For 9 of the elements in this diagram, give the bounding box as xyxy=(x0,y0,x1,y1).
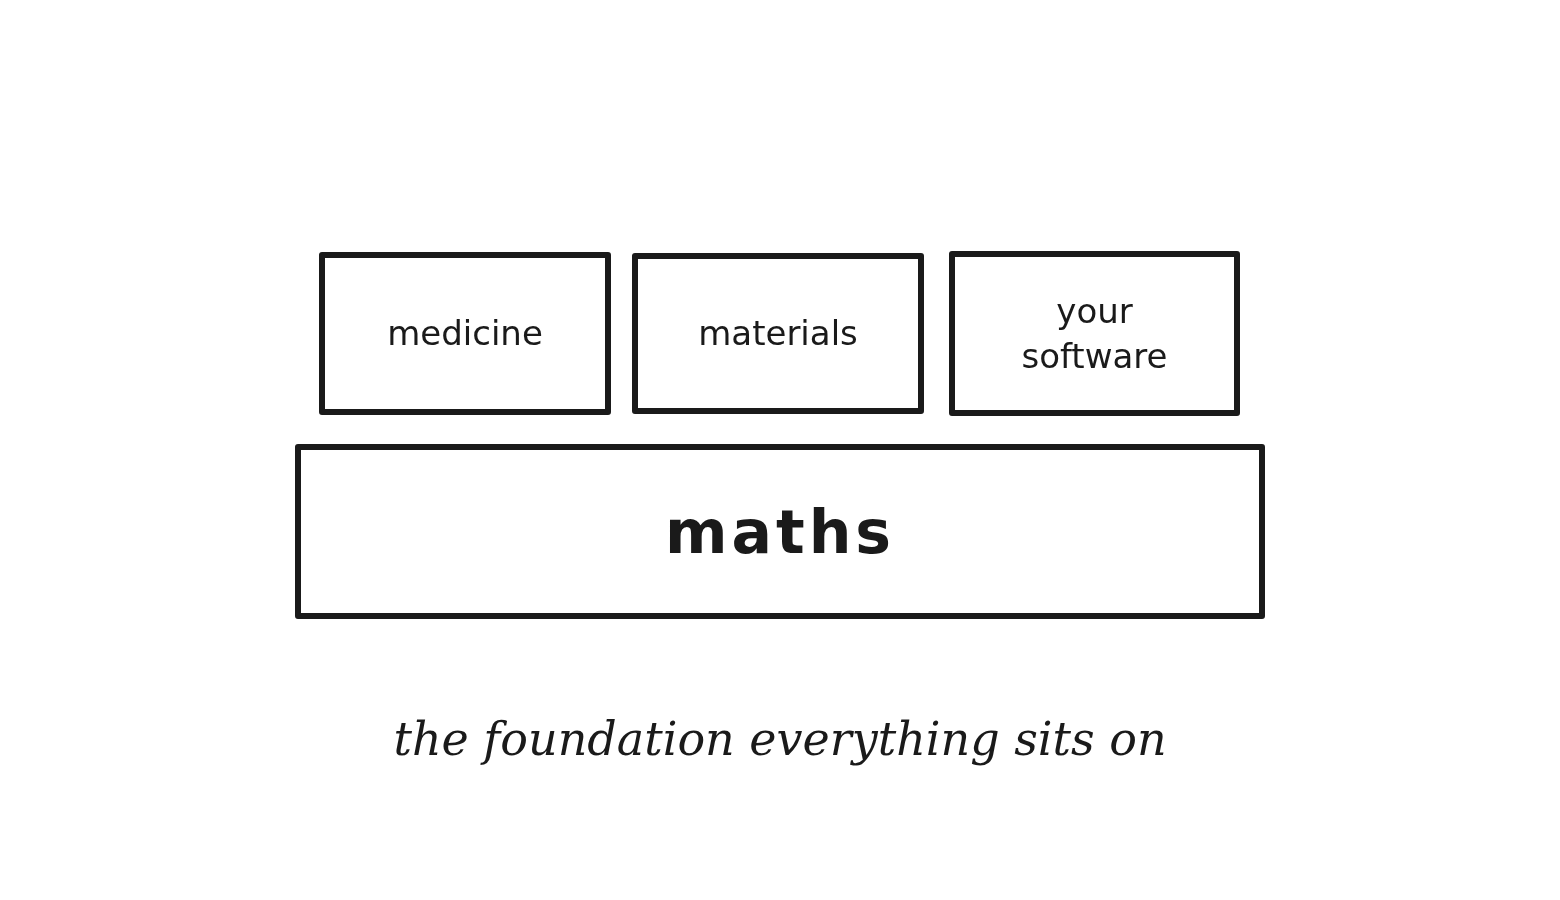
layer-title: maths xyxy=(664,495,896,569)
field-box xyxy=(319,252,611,415)
foundation-box xyxy=(295,444,1265,619)
caption: the foundation everything sits on xyxy=(392,712,1168,766)
layer-label: your software xyxy=(1020,290,1169,378)
field-box xyxy=(949,251,1240,416)
field-box xyxy=(632,253,924,414)
layer-label: materials xyxy=(698,312,858,356)
layer-label: medicine xyxy=(387,312,543,356)
